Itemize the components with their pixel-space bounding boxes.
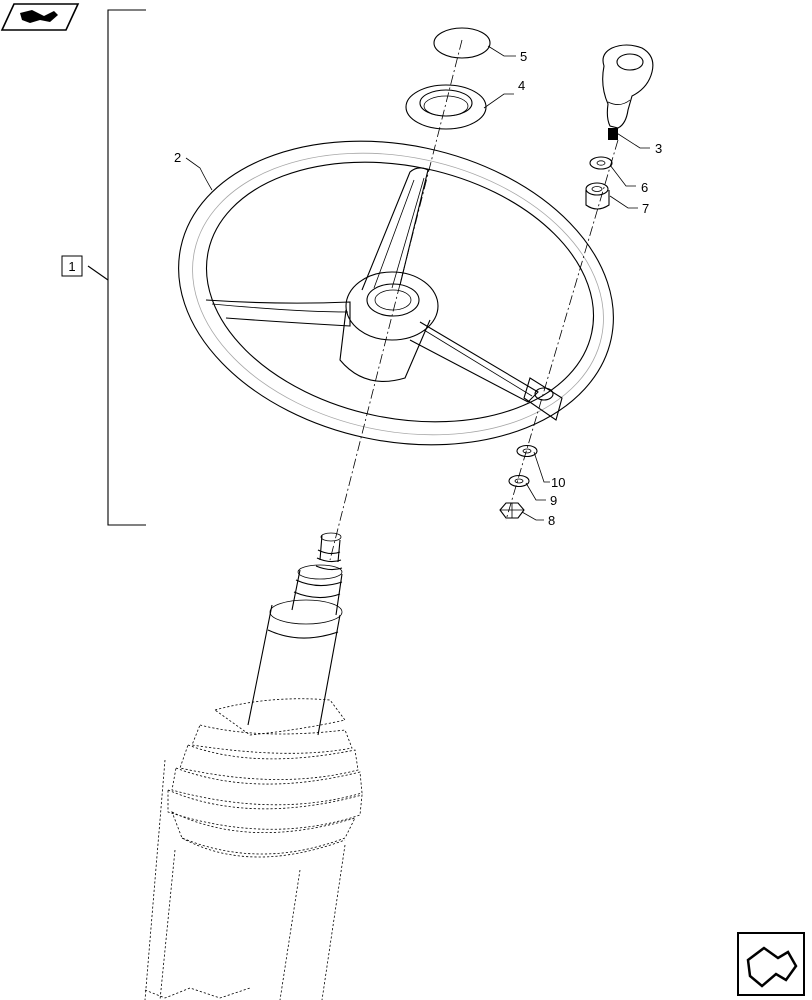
callout-7: 7 <box>642 201 649 216</box>
center-cap[interactable] <box>433 27 491 59</box>
center-ring[interactable] <box>405 84 487 130</box>
knob-axis <box>505 139 619 521</box>
column-boot <box>144 698 363 1000</box>
center-axis <box>329 39 463 561</box>
assembly-bracket <box>87 9 146 526</box>
callout-10: 10 <box>551 475 565 490</box>
callout-8: 8 <box>548 513 555 528</box>
spinner-knob[interactable] <box>602 44 654 140</box>
washer-10[interactable] <box>516 444 538 458</box>
group-callout[interactable]: 1 <box>61 255 83 277</box>
callout-6: 6 <box>641 180 648 195</box>
group-number: 1 <box>68 259 75 274</box>
callout-3: 3 <box>655 141 662 156</box>
steering-wheel[interactable] <box>150 102 642 483</box>
callout-5: 5 <box>520 49 527 64</box>
callout-2: 2 <box>174 150 181 165</box>
washer-9[interactable] <box>508 474 530 488</box>
bushing-7[interactable] <box>585 182 610 210</box>
section-nav-icon[interactable] <box>0 3 80 31</box>
callout-9: 9 <box>550 493 557 508</box>
washer-6[interactable] <box>589 156 613 170</box>
callout-4: 4 <box>518 78 525 93</box>
leader-lines <box>185 45 650 521</box>
nut-8[interactable] <box>499 502 525 519</box>
steering-column-shaft <box>247 532 343 736</box>
next-page-icon[interactable] <box>737 932 805 996</box>
